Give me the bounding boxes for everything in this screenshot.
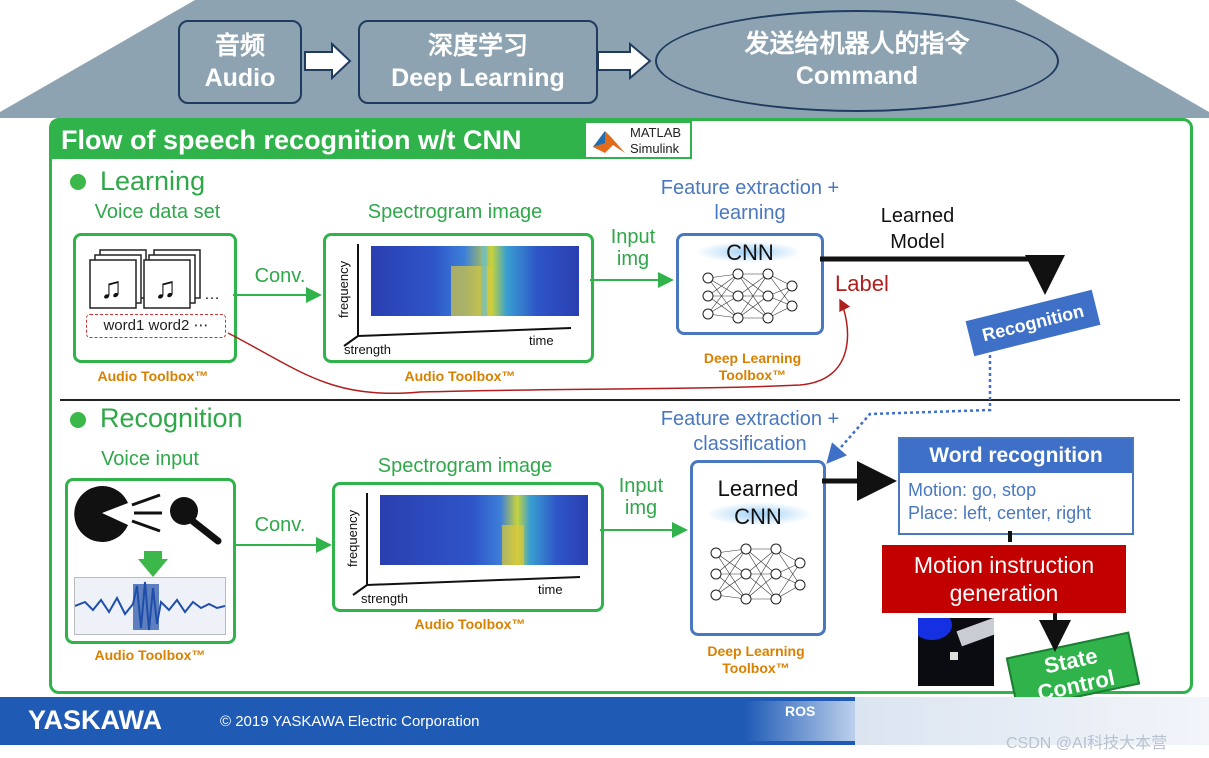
matlab-logo: MATLAB Simulink [584, 121, 692, 159]
feature-line1: Feature extraction + [660, 408, 840, 430]
input-img-label: Input img [608, 475, 674, 519]
spectrogram-axes [343, 244, 572, 347]
learned-cnn-label: Learned CNN [693, 475, 823, 531]
waveform-icon [74, 581, 226, 631]
input-img-label: Input img [600, 226, 666, 270]
header-command-cn: 发送给机器人的指令 [744, 30, 970, 58]
conv-label: Conv. [254, 265, 306, 287]
toolbox-label: Audio Toolbox™ [97, 368, 209, 384]
feature-line2: classification [693, 433, 807, 455]
learned-label: Learned [880, 205, 955, 227]
simulink-label: Simulink [630, 141, 680, 156]
toolbox-label: Audio Toolbox™ [94, 647, 206, 663]
world-map-image [855, 697, 1209, 745]
cnn-label: CNN [726, 240, 774, 265]
neural-network-icon [710, 543, 806, 605]
files-ellipsis: … [204, 286, 220, 303]
input-label: Input [618, 475, 664, 497]
time-axis-label: time [538, 582, 563, 597]
dl-toolbox-line1: Deep Learning [707, 643, 805, 659]
learned-cnn-box: Learned CNN [690, 460, 826, 636]
spectrogram-box: frequency time strength [332, 482, 604, 612]
learned-cnn-line1: Learned [717, 476, 799, 501]
motion-instruction-line2: generation [949, 580, 1059, 606]
svg-text:♫: ♫ [154, 272, 177, 305]
recognition-bullet-icon [70, 412, 86, 428]
neural-network-icon [702, 268, 798, 324]
spectrogram-label: Spectrogram image [367, 201, 543, 223]
header-dl-cn: 深度学习 [427, 32, 528, 60]
header-deep-learning-box: 深度学习 Deep Learning [358, 20, 598, 104]
ros-logo: ROS [785, 703, 816, 719]
feature-extraction-classification-label: Feature extraction + classification [630, 407, 870, 457]
img-label: img [624, 497, 658, 519]
section-divider [60, 399, 1180, 401]
header-audio-box: 音频 Audio [178, 20, 302, 104]
voice-data-set-box: ♫ ♫ … word1 word2 ⋯ [73, 233, 237, 363]
dl-toolbox-label: Deep Learning Toolbox™ [686, 643, 826, 677]
page-title: Flow of speech recognition w/t CNN [51, 121, 587, 159]
cnn-box: CNN [676, 233, 824, 335]
motion-instruction-line1: Motion instruction [913, 552, 1095, 578]
toolbox-label: Audio Toolbox™ [404, 368, 516, 384]
dl-toolbox-label: Deep Learning Toolbox™ [680, 350, 825, 384]
word-recognition-title: Word recognition [900, 439, 1132, 473]
header-command-ellipse: 发送给机器人的指令 Command [655, 10, 1059, 112]
feature-line1: Feature extraction + [660, 177, 840, 199]
strength-axis-label: strength [344, 342, 391, 357]
learned-model-label: Learned Model [855, 203, 980, 255]
speaker-mic-icon [74, 486, 222, 577]
spectrogram-image [380, 495, 588, 565]
ros-logo-area: ROS [745, 701, 855, 741]
time-axis-label: time [529, 333, 554, 348]
strength-axis-label: strength [361, 591, 408, 606]
voice-data-set-label: Voice data set [94, 201, 221, 223]
header-dl-en: Deep Learning [391, 64, 565, 92]
spectrogram-box: frequency time strength [323, 233, 594, 363]
feature-extraction-learning-label: Feature extraction + learning [630, 176, 870, 226]
header-audio-en: Audio [204, 64, 276, 92]
waveform-image [74, 577, 226, 635]
voice-input-label: Voice input [101, 448, 199, 470]
learning-section-title: Learning [100, 166, 206, 196]
model-label: Model [890, 231, 945, 253]
img-label: img [616, 248, 650, 270]
input-label: Input [610, 226, 656, 248]
company-logo: YASKAWA [28, 705, 163, 735]
place-options: Place: left, center, right [908, 503, 1092, 523]
dl-toolbox-line2: Toolbox™ [718, 367, 787, 383]
audio-files-icon: ♫ ♫ [89, 249, 201, 309]
feature-line2: learning [714, 202, 786, 224]
watermark: CSDN @AI科技大本营 [1006, 735, 1168, 752]
learned-cnn-line2: CNN [734, 504, 782, 529]
toolbox-label: Audio Toolbox™ [414, 616, 526, 632]
label-text: Label [835, 271, 889, 296]
conv-label: Conv. [254, 514, 306, 536]
word-recognition-box: Word recognition Motion: go, stop Place:… [898, 437, 1134, 535]
dl-toolbox-line1: Deep Learning [703, 350, 802, 366]
motion-instruction-box: Motion instruction generation [882, 545, 1126, 613]
recognition-section-title: Recognition [100, 403, 243, 433]
matlab-membrane-icon [593, 131, 625, 153]
learning-bullet-icon [70, 174, 86, 190]
motion-options: Motion: go, stop [908, 480, 1037, 500]
copyright-text: © 2019 YASKAWA Electric Corporation [220, 713, 480, 730]
spectrogram-image [371, 246, 579, 316]
voice-input-box [65, 478, 236, 644]
spectrogram-axes [352, 493, 581, 596]
header-command-en: Command [795, 62, 919, 90]
word-labels: word1 word2 ⋯ [86, 314, 226, 338]
svg-text:♫: ♫ [100, 272, 123, 305]
footer-bar: YASKAWA © 2019 YASKAWA Electric Corporat… [0, 697, 1209, 745]
matlab-label: MATLAB [630, 125, 682, 140]
header-audio-cn: 音频 [214, 32, 265, 60]
dl-toolbox-line2: Toolbox™ [722, 660, 790, 676]
spectrogram-label: Spectrogram image [377, 455, 553, 477]
robot-sim-image [918, 618, 994, 686]
